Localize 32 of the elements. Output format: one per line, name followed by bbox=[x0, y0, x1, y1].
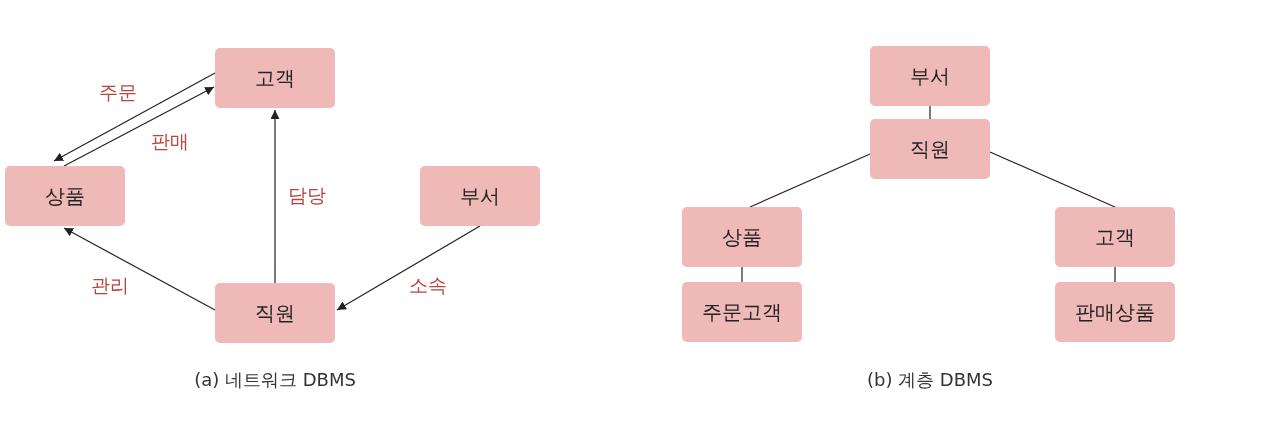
entity-box bbox=[215, 283, 335, 343]
entity-name: 고객 bbox=[255, 64, 295, 92]
entity-name: 부서 bbox=[460, 182, 500, 210]
entity-name: 직원 bbox=[910, 135, 950, 163]
connector-line bbox=[929, 105, 931, 120]
entity-name: 상품 bbox=[722, 223, 762, 251]
arrow bbox=[336, 225, 481, 311]
arrow bbox=[63, 227, 216, 311]
connector-line bbox=[741, 266, 743, 283]
diagram-caption: (b) 계층 DBMS bbox=[866, 368, 994, 392]
entity-box bbox=[682, 207, 802, 267]
entity-name: 고객 bbox=[1095, 223, 1135, 251]
entity-name: 부서 bbox=[910, 62, 950, 90]
arrow bbox=[270, 109, 280, 284]
connector-line bbox=[1114, 266, 1116, 283]
arrow bbox=[53, 72, 216, 162]
entity-name: 주문고객 bbox=[702, 298, 782, 326]
entity-name: 직원 bbox=[255, 299, 295, 327]
entity-box bbox=[870, 46, 990, 106]
entity-box bbox=[1055, 282, 1175, 342]
entity-name: 상품 bbox=[45, 182, 85, 210]
diagram-caption: (a) 네트워크 DBMS bbox=[194, 368, 356, 392]
connector-line bbox=[989, 151, 1116, 208]
entity-box bbox=[5, 166, 125, 226]
entity-box bbox=[215, 48, 335, 108]
arrow bbox=[63, 86, 215, 167]
entity-name: 판매상품 bbox=[1075, 298, 1155, 326]
entity-box bbox=[682, 282, 802, 342]
entity-box bbox=[1055, 207, 1175, 267]
entity-box bbox=[870, 119, 990, 179]
connector-line bbox=[749, 153, 871, 208]
entity-box bbox=[420, 166, 540, 226]
